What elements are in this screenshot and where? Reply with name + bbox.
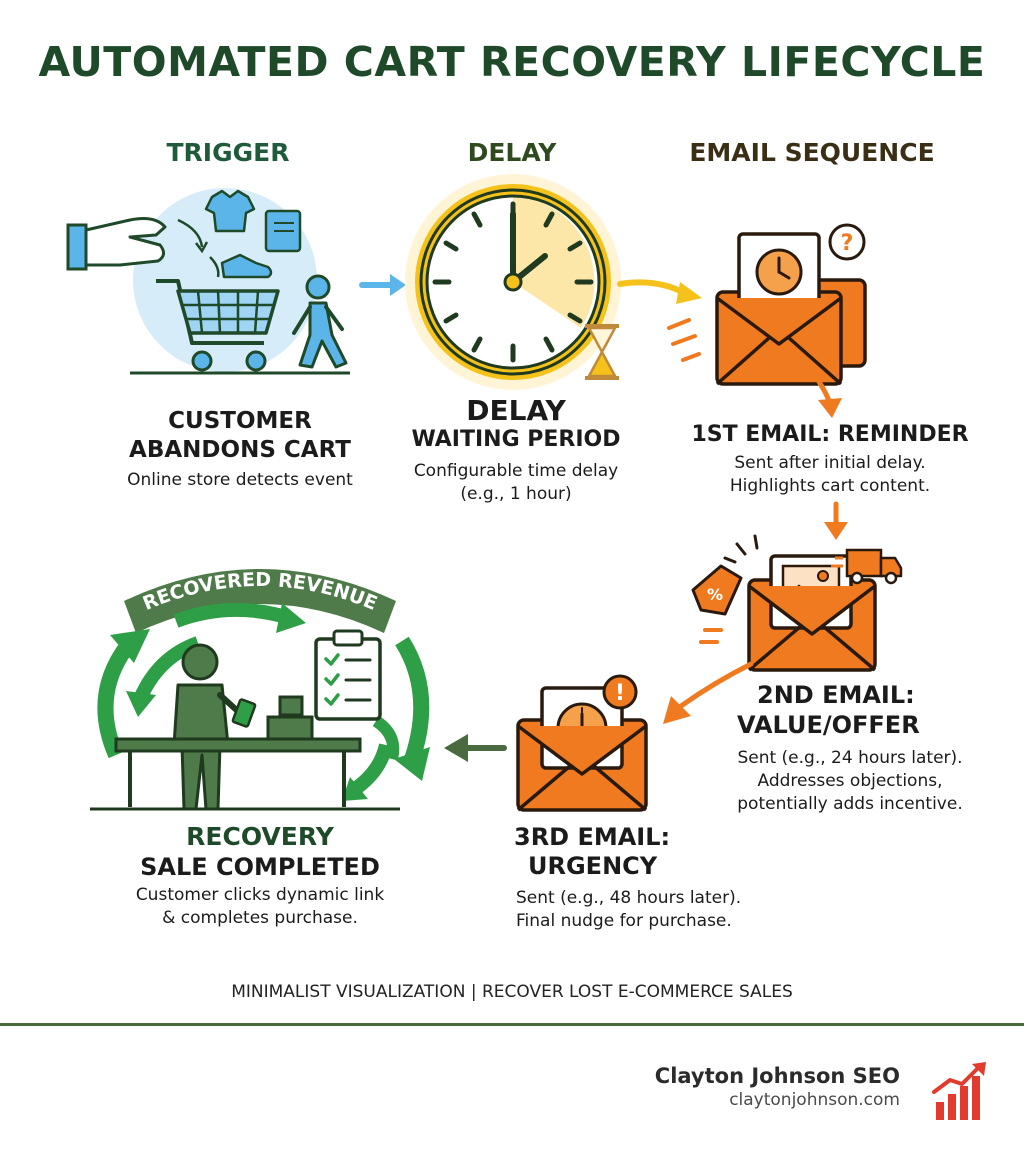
trigger-heading-line2: ABANDONS CART (129, 437, 351, 463)
arrow-down-icon (815, 377, 842, 418)
email-urgency-icon: ! (516, 674, 648, 812)
trigger-description: Online store detects event (127, 470, 353, 490)
clock-icon (405, 174, 621, 390)
recovery-description-line1: Customer clicks dynamic link (135, 885, 385, 905)
book-icon (264, 209, 302, 253)
column-heading-trigger: TRIGGER (166, 138, 290, 167)
hourglass-icon (585, 324, 619, 380)
trigger-heading-line1: CUSTOMER (168, 408, 312, 434)
delay-heading-line1: DELAY (466, 394, 566, 427)
brand-logo-icon (932, 1062, 986, 1120)
email3-description-line1: Sent (e.g., 48 hours later). (516, 888, 742, 908)
svg-text:!: ! (615, 681, 625, 706)
tshirt-icon (204, 189, 256, 233)
tagline: MINIMALIST VISUALIZATION | RECOVER LOST … (231, 982, 793, 1002)
walking-person-icon (292, 274, 348, 369)
svg-text:?: ? (841, 231, 854, 256)
discount-tag-icon: % (691, 564, 743, 616)
email2-description-line3: potentially adds incentive. (737, 794, 963, 814)
shoe-icon (220, 253, 273, 279)
cycle-arrows-icon (97, 602, 430, 801)
column-heading-email-sequence: EMAIL SEQUENCE (689, 138, 935, 167)
hand-icon (66, 217, 167, 271)
svg-text:RECOVERED REVENUE: RECOVERED REVENUE (140, 569, 380, 615)
column-heading-delay: DELAY (467, 138, 557, 167)
email3-heading-line1: 3RD EMAIL: (514, 823, 671, 851)
recovery-heading-line2: SALE COMPLETED (140, 853, 380, 881)
email1-description-line2: Highlights cart content. (729, 476, 931, 496)
page-title: AUTOMATED CART RECOVERY LIFECYCLE (38, 38, 986, 86)
svg-text:%: % (707, 585, 723, 604)
email-reminder-icon: ? (667, 223, 867, 386)
delay-heading-line2: WAITING PERIOD (411, 427, 621, 452)
banner-text: RECOVERED REVENUE (140, 569, 380, 615)
email1-heading: 1ST EMAIL: REMINDER (691, 422, 969, 447)
arrow-down-left-icon (663, 661, 754, 724)
delay-description-line1: Configurable time delay (413, 461, 619, 481)
email2-heading-line1: 2ND EMAIL: (757, 681, 915, 709)
cart-icon (156, 279, 280, 372)
recovered-revenue-icon (90, 569, 430, 811)
brand-url: claytonjohnson.com (729, 1090, 900, 1110)
arrow-right-icon (359, 274, 406, 296)
checkout-counter-icon (114, 695, 362, 807)
email3-description-line2: Final nudge for purchase. (516, 911, 732, 931)
email2-heading-line2: VALUE/OFFER (737, 711, 920, 739)
recovery-description-line2: & completes purchase. (162, 908, 358, 928)
arrow-down-icon (824, 501, 848, 540)
checklist-clipboard-icon (314, 629, 382, 721)
email2-description-line2: Addresses objections, (757, 771, 943, 791)
email1-description-line1: Sent after initial delay. (734, 453, 926, 473)
email3-heading-line2: URGENCY (528, 852, 658, 880)
arrow-right-icon (617, 279, 702, 304)
shopping-cart-icon (66, 188, 350, 375)
delay-description-line2: (e.g., 1 hour) (460, 484, 572, 504)
customer-person-icon (172, 643, 257, 811)
recovered-revenue-banner: RECOVERED REVENUE (140, 569, 380, 615)
recovery-heading-line1: RECOVERY (186, 822, 334, 851)
brand-name: Clayton Johnson SEO (654, 1064, 900, 1088)
delivery-truck-icon (831, 548, 903, 585)
footer-divider (0, 1023, 1024, 1026)
arrow-left-icon (444, 734, 507, 762)
email2-description-line1: Sent (e.g., 24 hours later). (737, 748, 963, 768)
email-offer-icon: % (691, 534, 903, 672)
